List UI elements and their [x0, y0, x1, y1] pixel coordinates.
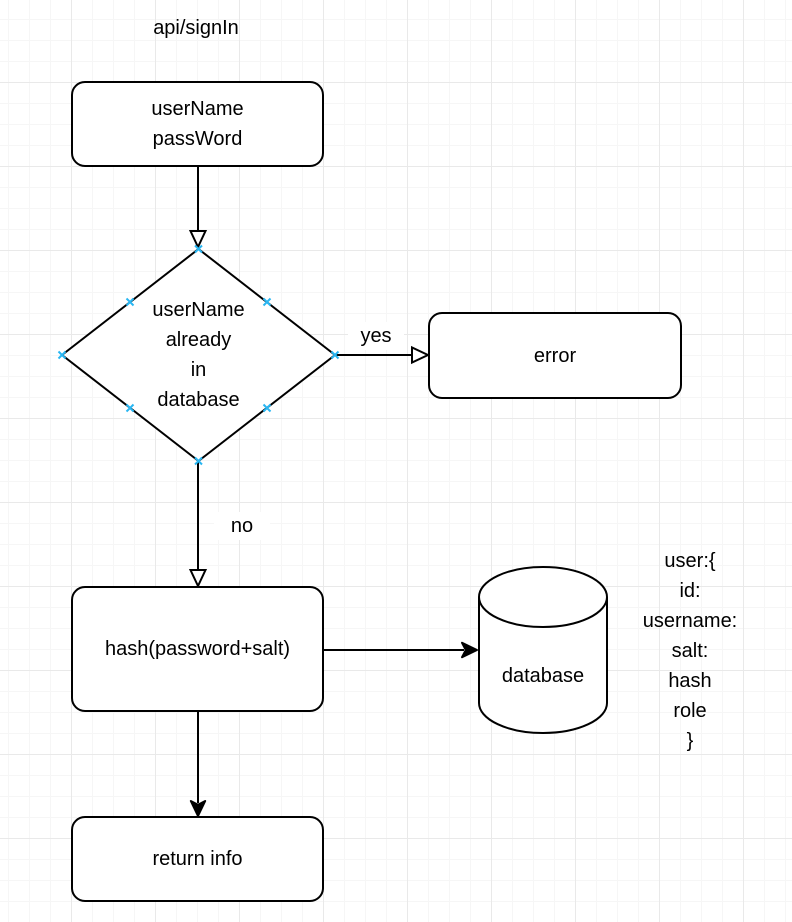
node-hash-label: hash(password+salt) [104, 638, 291, 660]
connection-point-marker[interactable] [125, 297, 135, 307]
filled-arrowhead-icon [461, 641, 478, 659]
connection-point-marker[interactable] [330, 350, 340, 360]
edge-hash-to-database[interactable] [323, 641, 478, 659]
node-input-shape[interactable] [71, 81, 324, 167]
open-arrowhead-icon [411, 345, 431, 365]
connection-point-marker[interactable] [194, 244, 203, 254]
connection-point-marker[interactable] [262, 403, 272, 413]
open-arrowhead-icon [188, 230, 208, 250]
cylinder-body [478, 597, 608, 734]
connection-point-marker[interactable] [194, 456, 203, 466]
node-error-shape[interactable] [428, 312, 682, 399]
edge-input-to-decision[interactable] [188, 167, 208, 250]
connection-point-marker[interactable] [262, 297, 272, 307]
edge-label-no: no [214, 512, 270, 540]
edge-decision-to-error[interactable] [335, 345, 431, 365]
connection-point-markers [57, 244, 340, 466]
annotation-user-object[interactable]: user:{ id: username: salt: hash role } [642, 550, 738, 752]
node-return-shape[interactable] [71, 816, 324, 902]
edge-hash-to-return[interactable] [189, 711, 207, 817]
node-decision-label: userName already in database [152, 299, 245, 411]
node-database-shape[interactable] [478, 566, 608, 734]
node-database-label: database [501, 665, 585, 687]
filled-arrowhead-icon [189, 800, 207, 817]
node-input-label: userName passWord [151, 98, 244, 150]
connection-point-marker[interactable] [125, 403, 135, 413]
node-return-label: return info [152, 848, 243, 870]
node-error-label: error [533, 344, 577, 367]
connection-point-marker[interactable] [57, 350, 67, 360]
node-hash-shape[interactable] [71, 586, 324, 712]
diagram-title[interactable]: api/signIn [153, 17, 239, 39]
open-arrowhead-icon [188, 569, 208, 589]
edge-decision-to-hash[interactable] [188, 461, 208, 589]
edge-label-yes: yes [348, 322, 404, 350]
cylinder-top [478, 566, 608, 628]
